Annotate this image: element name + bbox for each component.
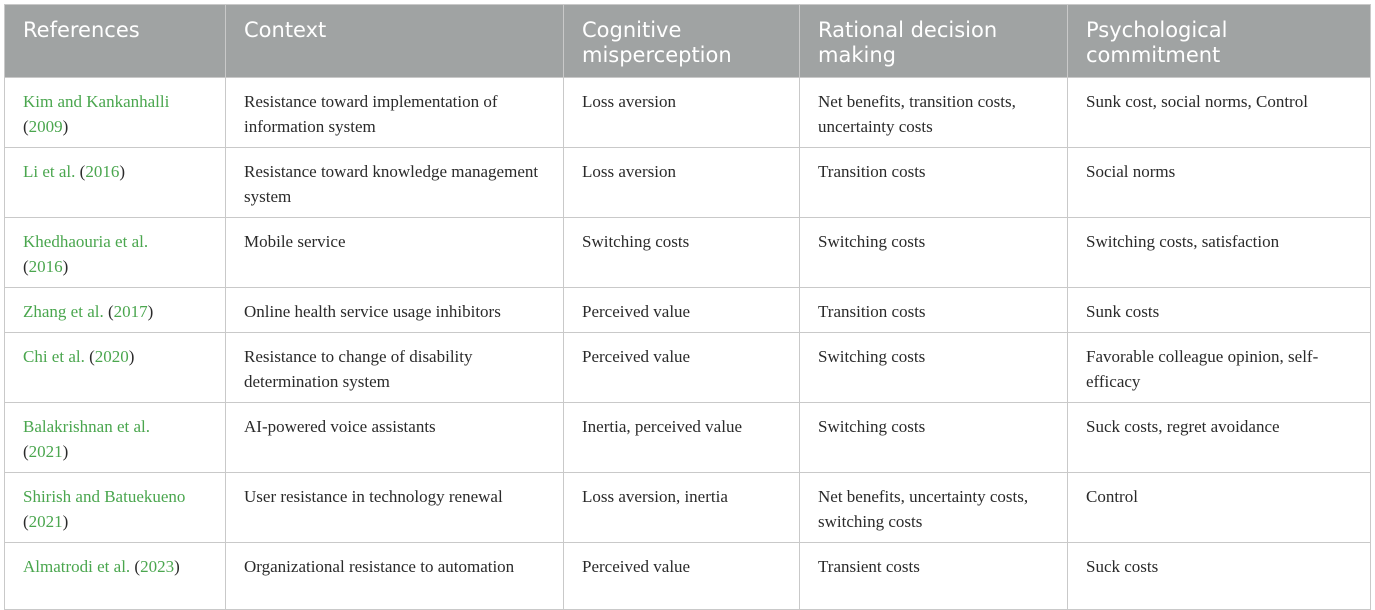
- rational-cell: Net benefits, transition costs, uncertai…: [799, 77, 1068, 148]
- cognitive-cell: Loss aversion: [563, 147, 800, 218]
- reference-year-link[interactable]: 2016: [85, 162, 120, 181]
- reference-authors-link[interactable]: Kim and Kankanhalli: [23, 92, 170, 111]
- context-cell: AI-powered voice assistants: [225, 402, 564, 473]
- cognitive-cell: Loss aversion, inertia: [563, 472, 800, 543]
- reference-cell: Zhang et al. (2017): [4, 287, 226, 333]
- cognitive-cell: Perceived value: [563, 287, 800, 333]
- context-cell: Resistance to change of disability deter…: [225, 332, 564, 403]
- table-row: Chi et al. (2020) Resistance to change o…: [4, 332, 1371, 403]
- psych-cell: Switching costs, satisfaction: [1067, 217, 1371, 288]
- table-row: Almatrodi et al. (2023) Organizational r…: [4, 542, 1371, 610]
- psych-cell: Suck costs: [1067, 542, 1371, 610]
- reference-year-link[interactable]: 2023: [140, 557, 175, 576]
- reference-cell: Khedhaouria et al.(2016): [4, 217, 226, 288]
- psych-cell: Sunk costs: [1067, 287, 1371, 333]
- table-row: Balakrishnan et al.(2021) AI-powered voi…: [4, 402, 1371, 473]
- cognitive-cell: Inertia, perceived value: [563, 402, 800, 473]
- context-cell: Organizational resistance to automation: [225, 542, 564, 610]
- reference-year-link[interactable]: 2020: [94, 347, 129, 366]
- header-row: References Context Cognitive mispercepti…: [4, 4, 1371, 78]
- header-context: Context: [225, 4, 564, 78]
- header-psychological-commitment: Psychological commitment: [1067, 4, 1371, 78]
- psych-cell: Favorable colleague opinion, self-effica…: [1067, 332, 1371, 403]
- context-cell: Resistance toward implementation of info…: [225, 77, 564, 148]
- cognitive-cell: Perceived value: [563, 332, 800, 403]
- context-cell: User resistance in technology renewal: [225, 472, 564, 543]
- psych-cell: Social norms: [1067, 147, 1371, 218]
- context-cell: Online health service usage inhibitors: [225, 287, 564, 333]
- rational-cell: Transition costs: [799, 147, 1068, 218]
- table-row: Khedhaouria et al.(2016) Mobile service …: [4, 217, 1371, 288]
- table-row: Kim and Kankanhalli(2009) Resistance tow…: [4, 77, 1371, 148]
- rational-cell: Net benefits, uncertainty costs, switchi…: [799, 472, 1068, 543]
- reference-authors-link[interactable]: Shirish and Batuekueno: [23, 487, 186, 506]
- psych-cell: Control: [1067, 472, 1371, 543]
- reference-authors-link[interactable]: Balakrishnan et al.: [23, 417, 150, 436]
- reference-year-link[interactable]: 2017: [113, 302, 148, 321]
- reference-authors-link[interactable]: Chi et al.: [23, 347, 85, 366]
- context-cell: Mobile service: [225, 217, 564, 288]
- cognitive-cell: Loss aversion: [563, 77, 800, 148]
- reference-authors-link[interactable]: Zhang et al.: [23, 302, 104, 321]
- table-row: Li et al. (2016) Resistance toward knowl…: [4, 147, 1371, 218]
- reference-year-link[interactable]: 2021: [28, 442, 63, 461]
- reference-year-link[interactable]: 2009: [28, 117, 63, 136]
- cognitive-cell: Switching costs: [563, 217, 800, 288]
- reference-cell: Chi et al. (2020): [4, 332, 226, 403]
- rational-cell: Transition costs: [799, 287, 1068, 333]
- references-table: References Context Cognitive mispercepti…: [4, 4, 1371, 610]
- table-row: Zhang et al. (2017) Online health servic…: [4, 287, 1371, 333]
- header-cognitive-misperception: Cognitive misperception: [563, 4, 800, 78]
- table-row: Shirish and Batuekueno(2021) User resist…: [4, 472, 1371, 543]
- reference-authors-link[interactable]: Khedhaouria et al.: [23, 232, 149, 251]
- reference-cell: Li et al. (2016): [4, 147, 226, 218]
- header-rational-decision-making: Rational decision making: [799, 4, 1068, 78]
- reference-year-link[interactable]: 2016: [28, 257, 63, 276]
- context-cell: Resistance toward knowledge management s…: [225, 147, 564, 218]
- header-references: References: [4, 4, 226, 78]
- rational-cell: Switching costs: [799, 402, 1068, 473]
- reference-cell: Balakrishnan et al.(2021): [4, 402, 226, 473]
- reference-year-link[interactable]: 2021: [28, 512, 63, 531]
- reference-cell: Almatrodi et al. (2023): [4, 542, 226, 610]
- rational-cell: Transient costs: [799, 542, 1068, 610]
- cognitive-cell: Perceived value: [563, 542, 800, 610]
- rational-cell: Switching costs: [799, 217, 1068, 288]
- reference-cell: Kim and Kankanhalli(2009): [4, 77, 226, 148]
- reference-cell: Shirish and Batuekueno(2021): [4, 472, 226, 543]
- psych-cell: Suck costs, regret avoidance: [1067, 402, 1371, 473]
- rational-cell: Switching costs: [799, 332, 1068, 403]
- psych-cell: Sunk cost, social norms, Control: [1067, 77, 1371, 148]
- reference-authors-link[interactable]: Li et al.: [23, 162, 76, 181]
- reference-authors-link[interactable]: Almatrodi et al.: [23, 557, 131, 576]
